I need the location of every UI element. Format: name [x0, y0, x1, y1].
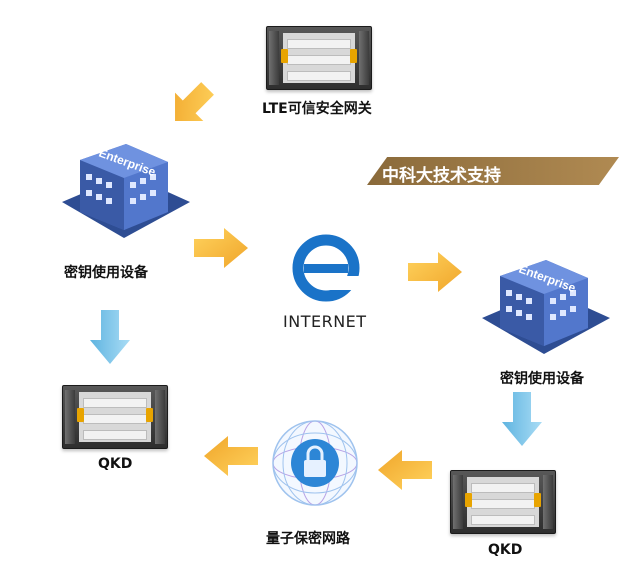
arrow-key-to-internet: [194, 228, 248, 268]
arrow-key-to-qkd-right: [502, 392, 542, 446]
banner-ribbon: [367, 157, 619, 185]
internet-e-icon: [292, 234, 360, 302]
arrow-key-to-qkd-left: [90, 310, 130, 364]
quantum-network-label: 量子保密网路: [266, 531, 350, 547]
qkd-right-device: [450, 470, 556, 534]
key-device-left-label: 密钥使用设备: [64, 265, 148, 281]
internet-label: INTERNET: [283, 312, 367, 331]
banner-text: 中科大技术支持: [382, 166, 501, 186]
qkd-right-label: QKD: [488, 542, 523, 558]
arrow-lte-to-key: [175, 82, 214, 121]
lte-gateway-label: LTE可信安全网关: [262, 101, 372, 117]
enterprise-building-left: Enterprise: [62, 144, 190, 238]
arrow-quantum-to-qkd: [204, 436, 258, 476]
qkd-left-label: QKD: [98, 456, 133, 472]
key-device-right-label: 密钥使用设备: [500, 371, 584, 387]
lte-gateway-device: [266, 26, 372, 90]
enterprise-building-right: Enterprise: [482, 260, 610, 354]
qkd-left-device: [62, 385, 168, 449]
arrow-qkd-to-quantum: [378, 450, 432, 490]
quantum-lock-globe-icon: [272, 420, 358, 506]
arrow-internet-to-key: [408, 252, 462, 292]
